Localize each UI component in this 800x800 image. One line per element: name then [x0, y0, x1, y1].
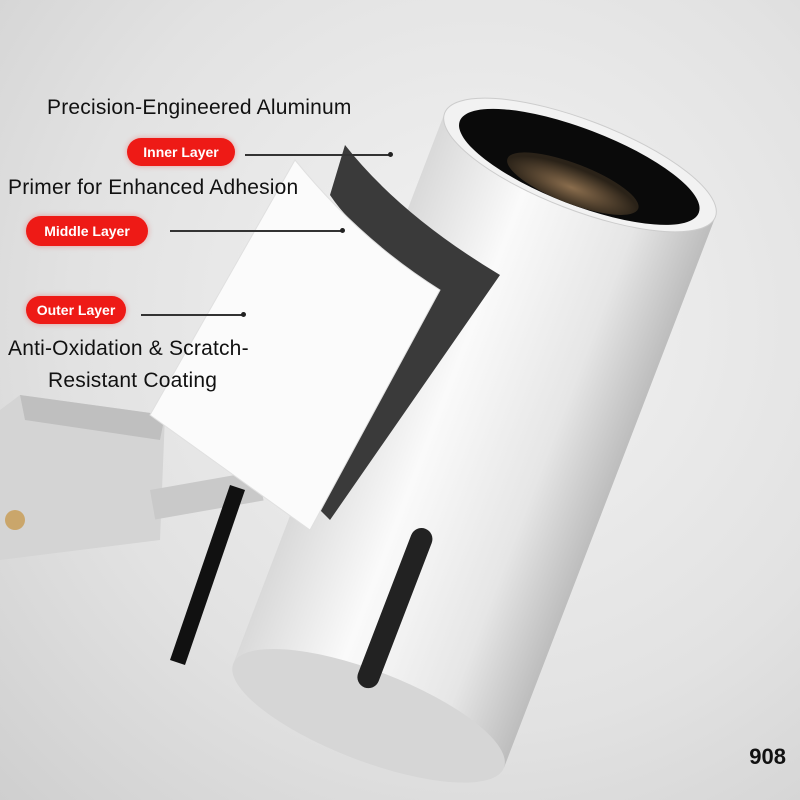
- primer-label: Primer for Enhanced Adhesion: [8, 176, 299, 199]
- inner-layer-badge: Inner Layer: [127, 138, 235, 166]
- cylinder-body: [232, 97, 717, 783]
- middle-layer-badge: Middle Layer: [26, 216, 148, 246]
- inner-layer-leader-line: [245, 152, 393, 157]
- mount-bracket: [0, 395, 264, 560]
- led-reflector: [507, 152, 639, 215]
- coating-label-line1: Anti-Oxidation & Scratch-: [8, 337, 249, 360]
- outer-layer-badge: Outer Layer: [26, 296, 126, 324]
- coating-label-line2: Resistant Coating: [48, 369, 218, 392]
- outer-layer-sheet: [149, 159, 441, 531]
- outer-layer-leader-line: [141, 312, 246, 317]
- aluminum-label: Precision-Engineered Aluminum: [47, 96, 352, 119]
- model-number: 908: [749, 744, 786, 769]
- vent-grille: [357, 528, 433, 689]
- middle-layer-leader-line: [170, 228, 345, 233]
